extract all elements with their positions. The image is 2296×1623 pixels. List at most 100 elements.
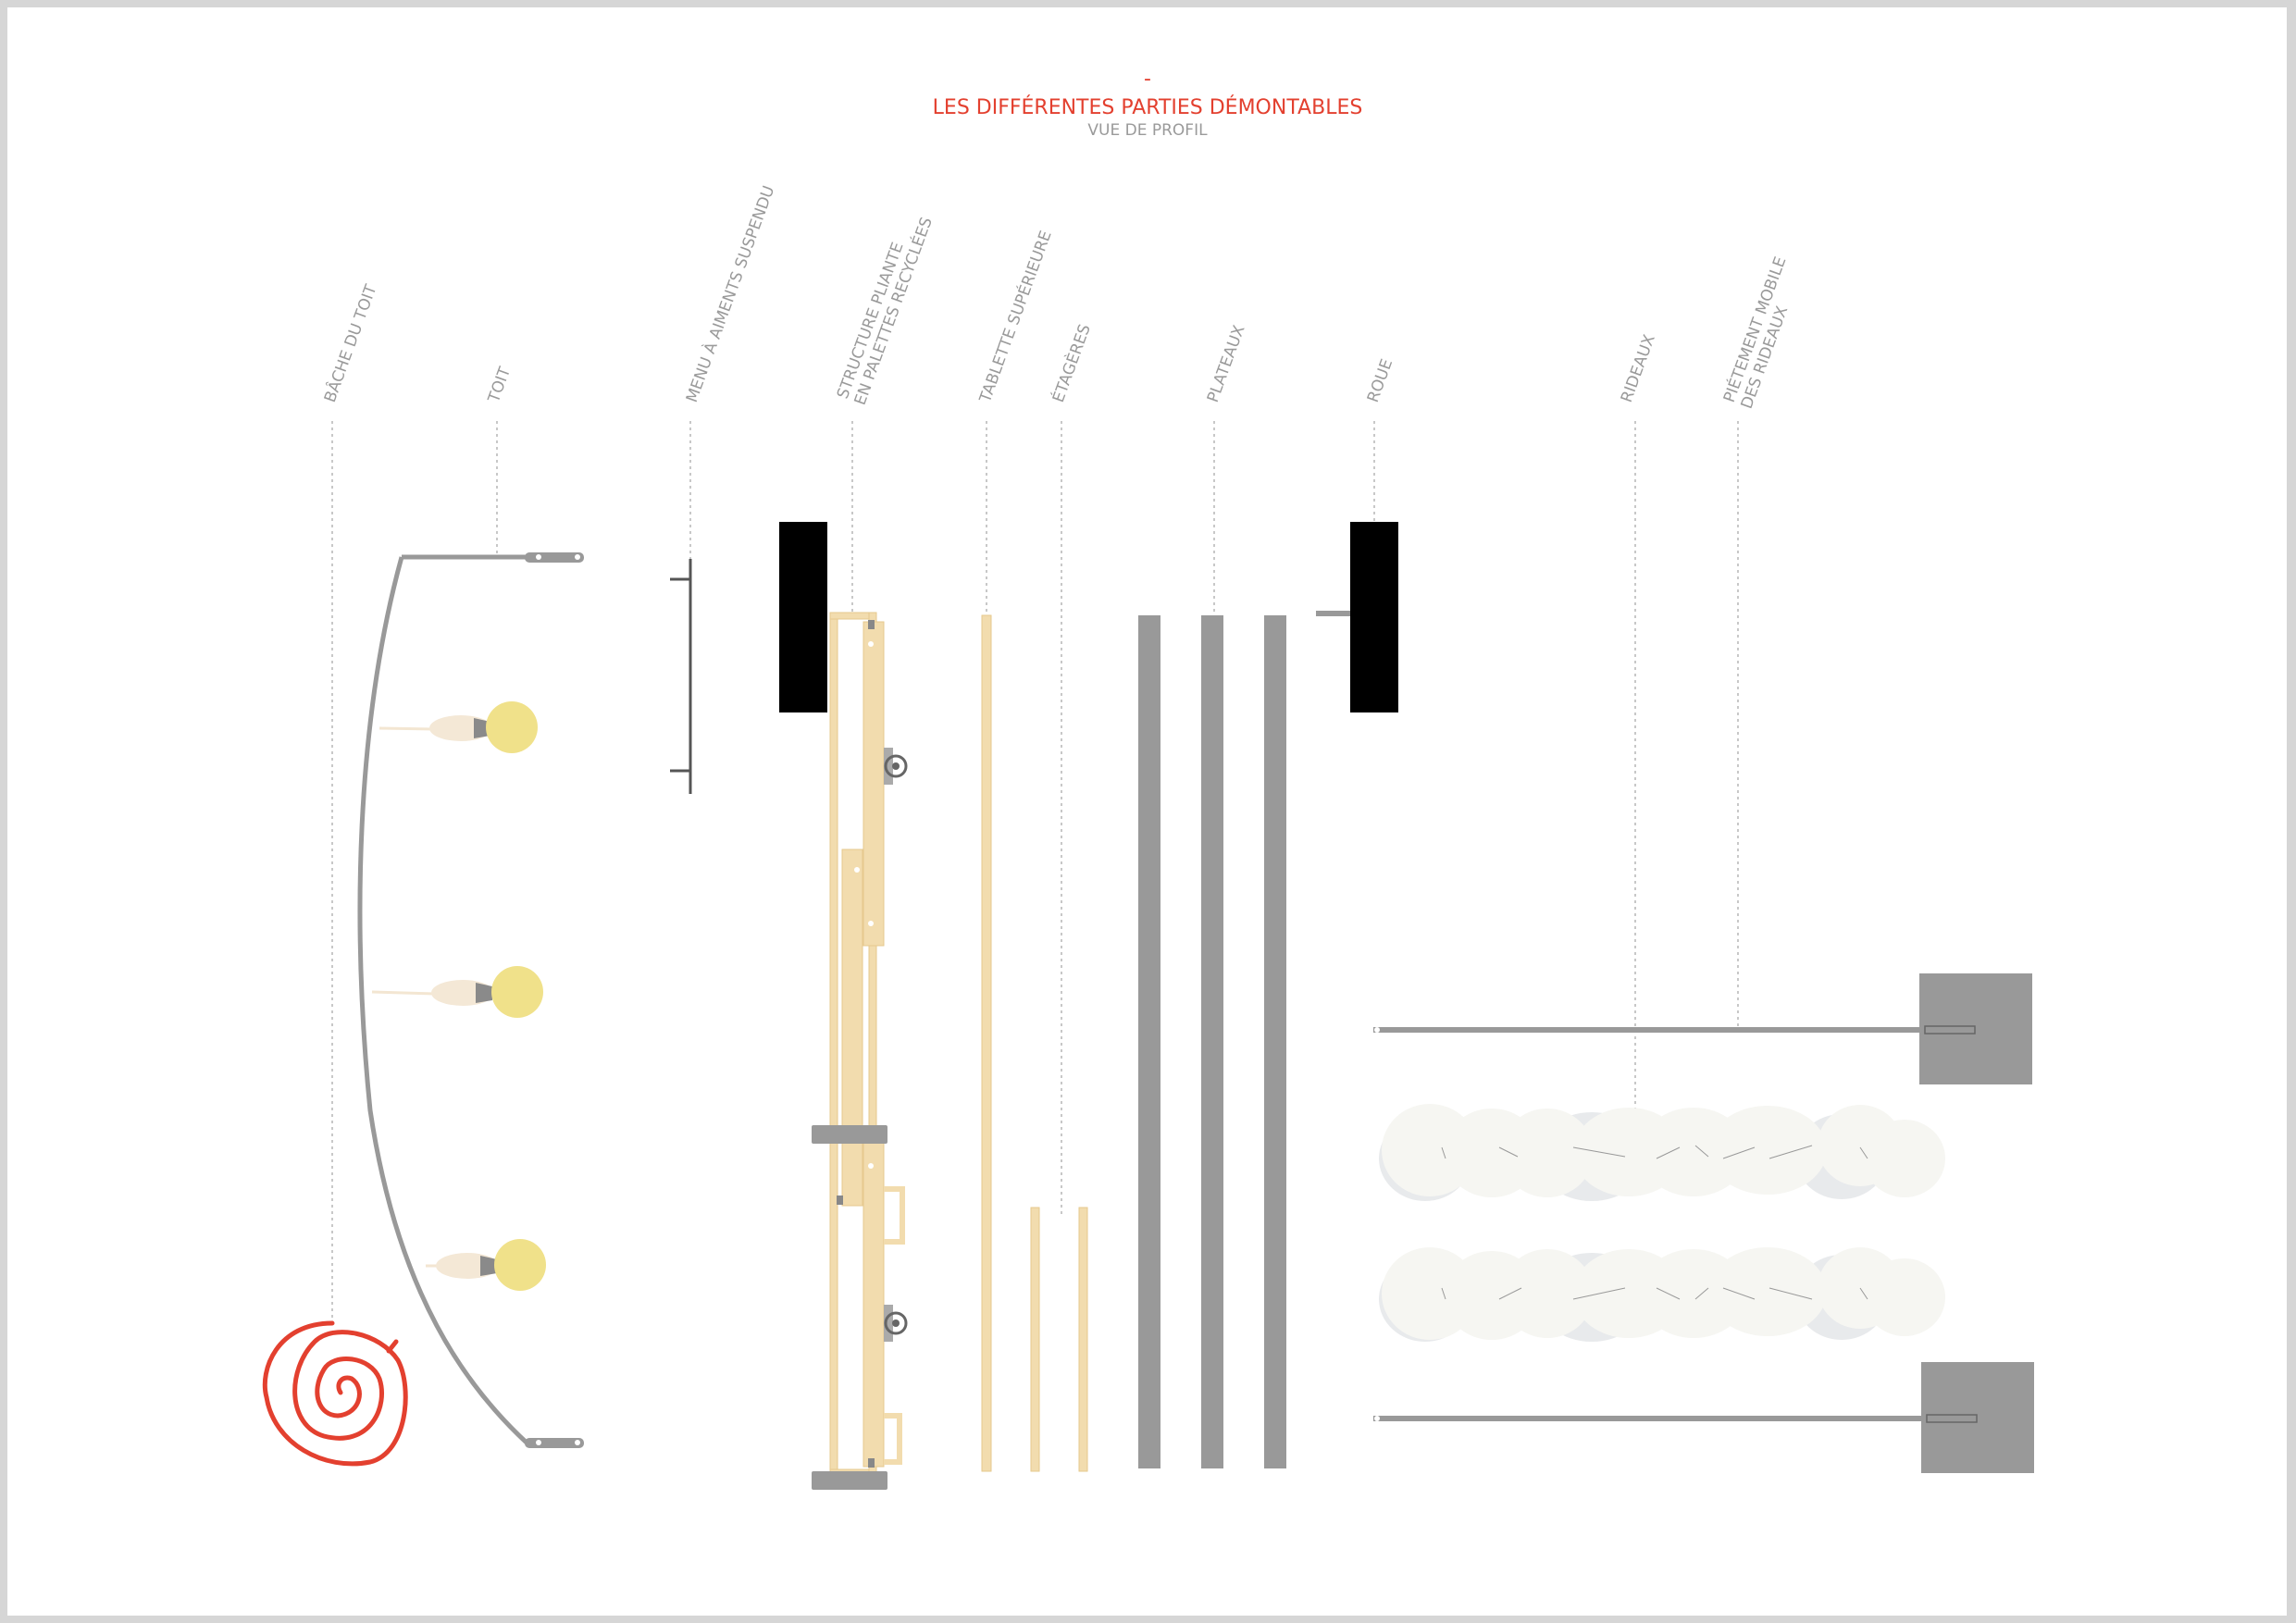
wheel (1316, 522, 1398, 712)
shelf-board-1 (1030, 1207, 1040, 1472)
lamp-cord-1 (379, 726, 436, 731)
structure-clip-1 (868, 620, 875, 629)
lamp-cord-2 (371, 990, 436, 996)
structure-handle-2 (884, 1413, 902, 1465)
curtain-top-crease-3 (1572, 1146, 1626, 1158)
curtain-bottom-fold-8 (1864, 1258, 1945, 1336)
lamp (426, 1239, 546, 1291)
curtain-top-crease-lines (1441, 1145, 1868, 1159)
structure-clip-3 (868, 1458, 875, 1468)
structure-roller-1-outer (884, 754, 908, 778)
structure-roller-2-mount (884, 1305, 893, 1342)
label-rideaux: RIDEAUX (1618, 332, 1659, 405)
curtain-roll-bottom (1379, 1247, 1945, 1342)
curtain-rod-bottom (1373, 1416, 1977, 1421)
roof-tarp-coil (262, 1320, 408, 1467)
part-labels: BÂCHE DU TOIT TOIT MENU À AIMENTS SUSPEN… (319, 182, 1792, 411)
curtain-roll-top (1379, 1104, 1945, 1201)
structure-gray-bar-bottom (812, 1471, 887, 1490)
structure-post-left (829, 612, 838, 1476)
label-toit: TOIT (485, 364, 515, 405)
structure-roller (884, 748, 908, 785)
lamp (371, 966, 543, 1018)
roof-hinge-bottom-hole-1 (536, 1440, 541, 1445)
wheel-axle (1316, 611, 1353, 616)
curtain-rod-top (1373, 1027, 1977, 1033)
roof-hinge-top-hole-2 (575, 554, 580, 560)
structure-black-panel (779, 522, 827, 712)
leader-lines (331, 421, 1739, 1319)
structure-clip-2 (837, 1196, 843, 1205)
drawing-sheet: - LES DIFFÉRENTES PARTIES DÉMONTABLES VU… (7, 7, 2287, 1616)
curtain-bottom-crease-lines (1441, 1287, 1868, 1300)
roof (357, 552, 584, 1448)
curtain-top-fold-6 (1708, 1106, 1827, 1195)
curtain-bottom-crease-8 (1859, 1287, 1868, 1300)
curtain-rod-bottom-end (1374, 1416, 1380, 1421)
label-bache-du-toit: BÂCHE DU TOIT (319, 281, 381, 405)
roof-arch (357, 556, 529, 1445)
page-title: LES DIFFÉRENTES PARTIES DÉMONTABLES (933, 95, 1363, 119)
shelf-board-2 (1078, 1207, 1088, 1472)
header-dash: - (1144, 68, 1151, 91)
structure-roller-2-outer (884, 1311, 908, 1335)
shelves (1030, 1207, 1088, 1472)
lamp-bulb-1 (486, 701, 538, 753)
magnetic-menu (670, 559, 692, 794)
trays (1138, 615, 1286, 1468)
wheel-block (1350, 522, 1398, 712)
label-roue: ROUE (1364, 356, 1396, 404)
curtain-bottom-crease-3 (1572, 1287, 1626, 1300)
upper-shelf-board (981, 614, 992, 1472)
curtain-bottom-crease-6 (1722, 1287, 1756, 1300)
structure-roller-2-inner (892, 1319, 900, 1327)
curtain-top-crease-6 (1722, 1146, 1756, 1159)
lamp-socket-3 (480, 1256, 497, 1276)
curtain-base-block-bottom (1921, 1362, 2034, 1473)
curtain-top-crease-8 (1859, 1146, 1868, 1159)
curtain-bottom-crease-4 (1656, 1287, 1681, 1300)
curtain-bottom-crease-1 (1441, 1287, 1446, 1300)
structure-board-3 (863, 1142, 885, 1468)
tray-3 (1264, 615, 1286, 1468)
structure-handle-1 (884, 1186, 905, 1245)
header: - LES DIFFÉRENTES PARTIES DÉMONTABLES VU… (933, 68, 1363, 140)
lamp-bulb-2 (491, 966, 543, 1018)
structure-pin-1 (868, 641, 874, 647)
tray-1 (1138, 615, 1160, 1468)
label-etageres: ÉTAGÈRES (1048, 321, 1095, 405)
curtain-mobile-base (1373, 973, 2034, 1473)
curtain-rod-top-end (1374, 1027, 1380, 1033)
structure-roller-1-inner (892, 762, 900, 770)
curtain-bottom-crease-7 (1769, 1287, 1813, 1300)
structure-board-2 (841, 849, 863, 1207)
curtains (1379, 1104, 1945, 1342)
lamp-bulb-3 (494, 1239, 546, 1291)
structure-roller (884, 1305, 908, 1342)
curtain-bottom-crease-5 (1694, 1287, 1709, 1300)
structure-board-1 (863, 621, 885, 947)
tray-2 (1201, 615, 1223, 1468)
curtain-top-crease-2 (1498, 1146, 1519, 1158)
label-tablette: TABLETTE SUPÉRIEURE (974, 228, 1056, 406)
curtain-top-crease-5 (1694, 1145, 1709, 1158)
roof-hinge-top-hole-1 (536, 554, 541, 560)
structure-roller-1-mount (884, 748, 893, 785)
curtain-top-crease-7 (1769, 1145, 1813, 1159)
structure-gray-bar-middle (812, 1125, 887, 1144)
exploded-profile-diagram: - LES DIFFÉRENTES PARTIES DÉMONTABLES VU… (262, 68, 2034, 1490)
curtain-top-fold-8 (1864, 1120, 1945, 1197)
curtain-bottom-fold-3 (1501, 1249, 1594, 1338)
curtain-top-crease-1 (1441, 1146, 1446, 1159)
label-menu: MENU À AIMENTS SUSPENDU (681, 182, 778, 404)
label-plateaux: PLATEAUX (1204, 323, 1249, 405)
curtain-bottom-crease-2 (1498, 1287, 1522, 1300)
structure-frame-top (829, 612, 875, 620)
curtain-rod-bottom-sleeve (1926, 1414, 1978, 1423)
folding-pallet-structure (779, 522, 908, 1490)
structure-pin-2 (868, 921, 874, 926)
page-subtitle: VUE DE PROFIL (1087, 121, 1208, 140)
label-structure: STRUCTURE PLIANTE EN PALETTES RECYCLÉES (834, 208, 937, 407)
structure-pin-4 (868, 1163, 874, 1169)
lamp (379, 701, 538, 753)
